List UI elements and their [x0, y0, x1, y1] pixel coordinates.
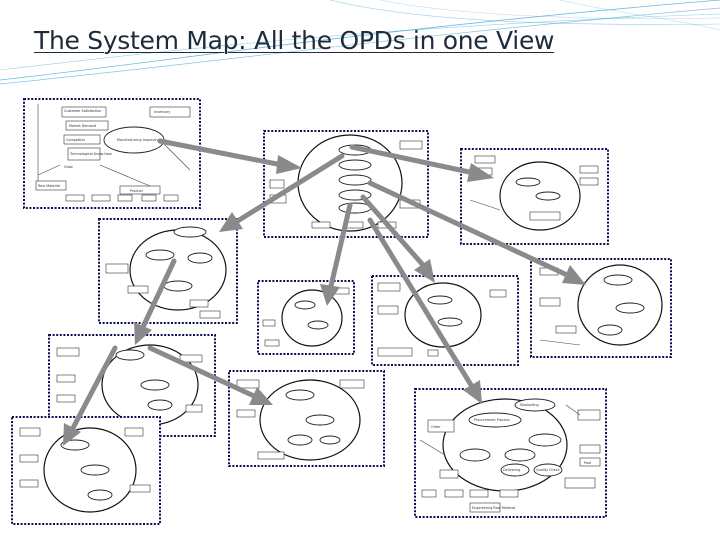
opd-label: Customer Satisfaction [64, 109, 101, 113]
opd-thumbnail-right-top[interactable] [460, 148, 609, 245]
arrow-head [276, 155, 302, 174]
opd-thumbnail-bottom-center[interactable] [228, 370, 385, 467]
opd-label: Pool [584, 461, 591, 465]
opd-label: Market Demand [69, 124, 96, 128]
opd-label: Manufacturing Improving [117, 138, 160, 142]
arrow-left-second-to-left-third [140, 258, 177, 330]
arrow-head [414, 259, 435, 283]
opd-label: Engineering Raw Material [472, 506, 515, 510]
opd-thumbnail-top-level[interactable]: Customer Satisfaction Inventory Market D… [23, 98, 201, 209]
opd-thumbnail-bottom-left[interactable] [11, 416, 161, 525]
arrow-head [249, 387, 273, 405]
opd-thumbnail-center-mid[interactable] [371, 275, 519, 366]
opd-label: Competitor [66, 138, 86, 142]
arrow-manufacturing-to-center-small [328, 202, 353, 289]
arrow-top-to-manufacturing [157, 138, 285, 168]
opd-thumbnail-right-mid[interactable] [530, 258, 672, 358]
opd-thumbnail-bottom-right[interactable]: Stockpiling Procurement Process Order De… [414, 388, 607, 518]
arrow-manufacturing-to-bottom-right [367, 217, 474, 388]
refinement-arrows [63, 138, 586, 446]
arrow-left-third-to-bottom-center [147, 345, 257, 399]
opd-thumbnail-center-small[interactable] [257, 280, 355, 355]
arrow-head [463, 380, 482, 404]
opd-label: Delivering [503, 468, 520, 472]
opd-label: Order [431, 425, 441, 429]
opd-thumbnail-left-second[interactable] [98, 218, 238, 324]
arrow-head [63, 423, 81, 446]
opd-label: Product [130, 189, 144, 193]
arrow-manufacturing-to-right-mid [367, 180, 570, 278]
arrow-head [219, 212, 243, 232]
slide-title: The System Map: All the OPDs in one View [34, 26, 555, 55]
opd-label: Technological Know-How [69, 152, 112, 156]
opd-label: Inventory [154, 110, 170, 114]
decorative-swoosh [0, 0, 720, 85]
arrow-head [562, 265, 586, 285]
opd-label: Stockpiling [520, 403, 539, 407]
opd-label: Raw Material [38, 184, 60, 188]
arrow-manufacturing-to-left-second [233, 153, 345, 225]
opd-label: Quality Check [536, 468, 560, 472]
arrow-head [320, 284, 340, 306]
arrow-head [134, 322, 152, 345]
arrow-manufacturing-to-right-top [349, 144, 477, 176]
arrow-head [467, 163, 494, 182]
arrow-left-third-to-bottom-left [70, 345, 118, 431]
opd-label: Grow [64, 165, 73, 169]
opd-label: Procurement Process [474, 418, 510, 422]
arrow-manufacturing-to-center-mid [360, 194, 426, 268]
